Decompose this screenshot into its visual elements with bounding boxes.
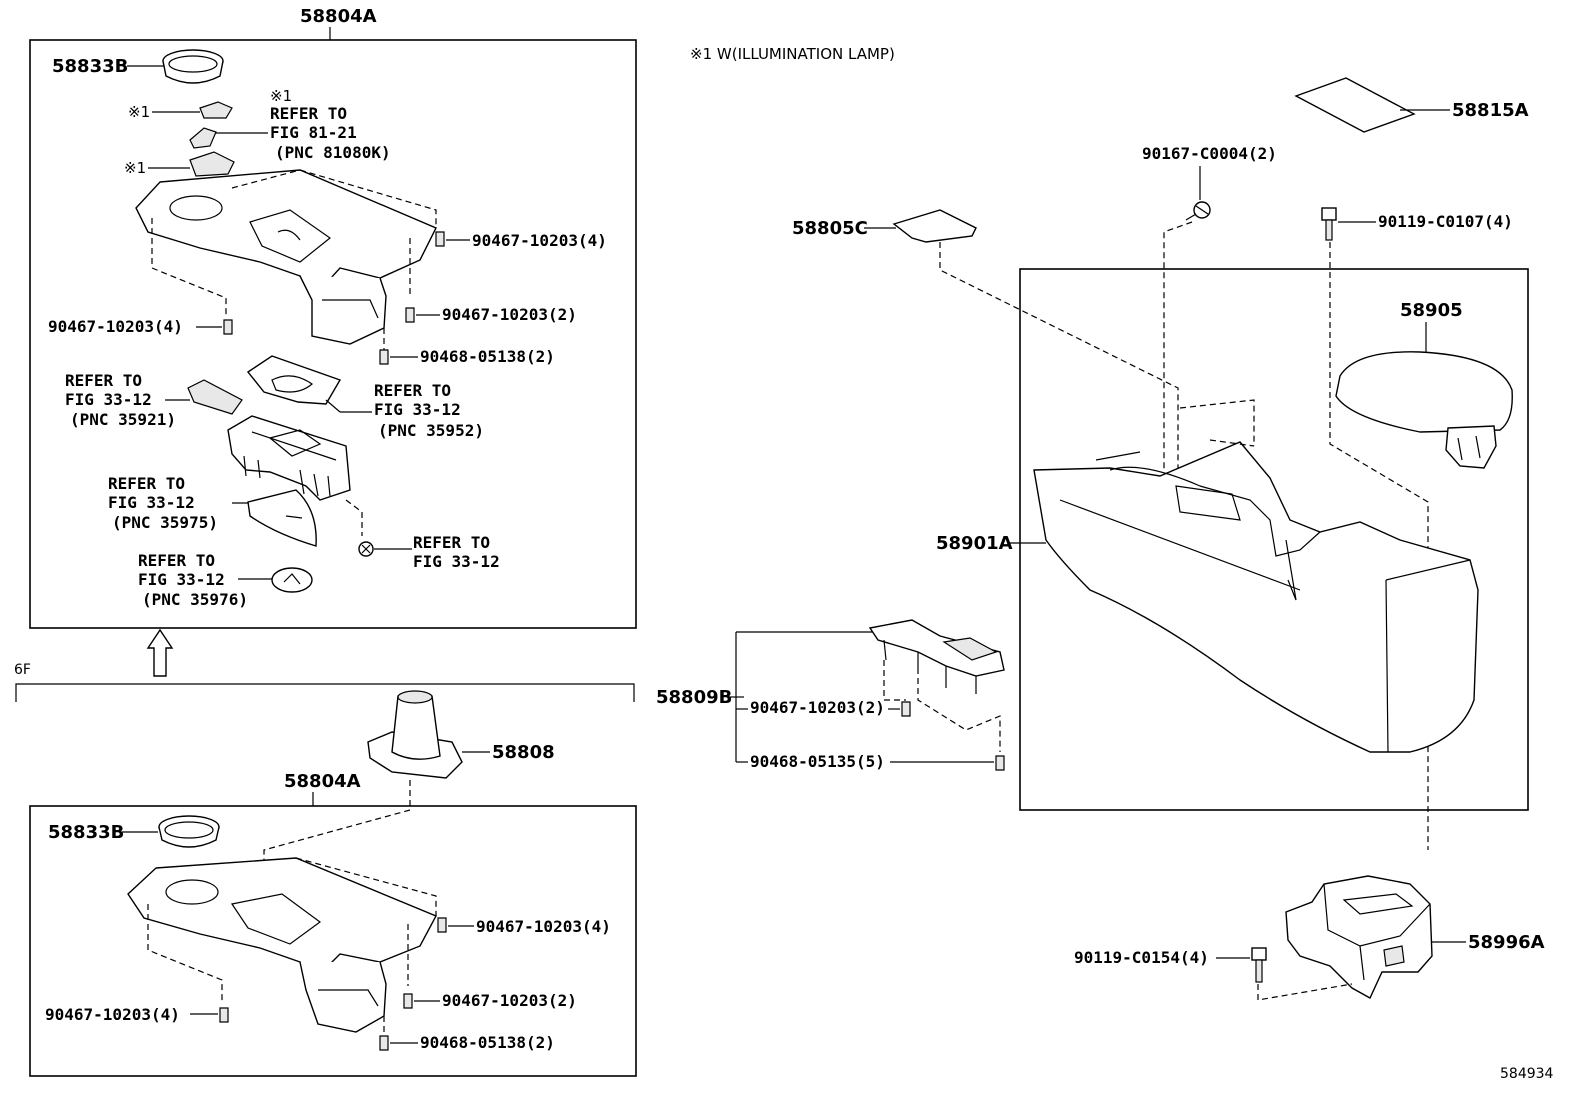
refer-81-line3: (PNC 81080K) (275, 143, 391, 162)
refer-35952-line3: (PNC 35952) (378, 421, 484, 440)
clip-h-label[interactable]: 90468-05138(2) (420, 1033, 555, 1052)
refer-35975-line2: FIG 33-12 (108, 493, 195, 512)
upper-panel-bottom[interactable] (127, 857, 437, 1033)
bolt-bottom-part[interactable] (1251, 947, 1267, 983)
ring-top-part[interactable] (162, 49, 224, 84)
clip-j-part[interactable] (995, 755, 1005, 771)
top-group-box (29, 39, 637, 629)
switch-panel-part[interactable] (868, 619, 1005, 694)
refer-35976-line2: FIG 33-12 (138, 570, 225, 589)
clip-a-part[interactable] (435, 231, 445, 247)
part-35975[interactable] (247, 489, 317, 547)
bottom-group-label[interactable]: 58804A (284, 771, 361, 792)
bottom-group-box (29, 805, 637, 1077)
refer-screw-line1: REFER TO (413, 533, 490, 552)
clip-f-label[interactable]: 90467-10203(4) (45, 1005, 180, 1024)
clip-i-label[interactable]: 90467-10203(2) (750, 698, 885, 717)
refer-35921-line1: REFER TO (65, 371, 142, 390)
up-arrow-icon (146, 628, 174, 677)
switch-part-c[interactable] (189, 151, 235, 177)
figure-number: 584934 (1500, 1066, 1554, 1082)
clip-d-label[interactable]: 90468-05138(2) (420, 347, 555, 366)
clip-i-part[interactable] (901, 701, 911, 717)
refer-35975-line3: (PNC 35975) (112, 513, 218, 532)
ring-bottom-part[interactable] (158, 815, 220, 848)
bolt-top-label[interactable]: 90119-C0107(4) (1378, 212, 1513, 231)
refer-screw-line2: FIG 33-12 (413, 552, 500, 571)
lid-small-part[interactable] (892, 209, 977, 243)
top-group-label[interactable]: 58804A (300, 6, 377, 27)
refer-35952-line2: FIG 33-12 (374, 400, 461, 419)
screw-top-label[interactable]: 90167-C0004(2) (1142, 144, 1277, 163)
lid-small-label[interactable]: 58805C (792, 218, 868, 239)
clip-f-part[interactable] (219, 1007, 229, 1023)
refer-35921-line3: (PNC 35921) (70, 410, 176, 429)
clip-a-label[interactable]: 90467-10203(4) (472, 231, 607, 250)
shifter-housing[interactable] (227, 415, 351, 501)
console-box (1019, 268, 1529, 811)
upper-panel-top[interactable] (135, 169, 437, 345)
clip-b-label[interactable]: 90467-10203(4) (48, 317, 183, 336)
clip-h-part[interactable] (379, 1035, 389, 1051)
bolt-bottom-label[interactable]: 90119-C0154(4) (1074, 948, 1209, 967)
switch-part-b[interactable] (189, 127, 217, 149)
ring-top-label[interactable]: 58833B (52, 56, 128, 77)
part-35952[interactable] (246, 355, 342, 405)
clip-c-label[interactable]: 90467-10203(2) (442, 305, 577, 324)
clip-e-part[interactable] (437, 917, 447, 933)
refer-81-line1: REFER TO (270, 104, 347, 123)
refer-81-line2: FIG 81-21 (270, 123, 357, 142)
refer-35976-line3: (PNC 35976) (142, 590, 248, 609)
screw-top-part[interactable] (1185, 201, 1211, 221)
clip-e-label[interactable]: 90467-10203(4) (476, 917, 611, 936)
armrest-label[interactable]: 58905 (1400, 300, 1463, 321)
refer-35976-line1: REFER TO (138, 551, 215, 570)
mat-part[interactable] (1294, 77, 1416, 133)
clip-c-part[interactable] (405, 307, 415, 323)
bracket-part[interactable] (1285, 875, 1433, 999)
mark1-a: ※1 (128, 103, 150, 121)
switch-part-a[interactable] (199, 101, 233, 119)
console-body-part[interactable] (1033, 441, 1479, 753)
mark1-c: ※1 (124, 159, 146, 177)
console-body-label[interactable]: 58901A (936, 533, 1013, 554)
part-35976[interactable] (271, 567, 313, 593)
armrest-part[interactable] (1335, 351, 1513, 469)
screw-part[interactable] (358, 541, 374, 557)
clip-d-part[interactable] (379, 349, 389, 365)
variant-label: 6F (14, 662, 31, 678)
clip-g-label[interactable]: 90467-10203(2) (442, 991, 577, 1010)
ring-bottom-label[interactable]: 58833B (48, 822, 124, 843)
bracket-label[interactable]: 58996A (1468, 932, 1545, 953)
part-35921[interactable] (187, 379, 243, 415)
clip-j-label[interactable]: 90468-05135(5) (750, 752, 885, 771)
mat-label[interactable]: 58815A (1452, 100, 1529, 121)
refer-35921-line2: FIG 33-12 (65, 390, 152, 409)
refer-35975-line1: REFER TO (108, 474, 185, 493)
mark1-b: ※1 (270, 87, 292, 105)
boot-label[interactable]: 58808 (492, 742, 555, 763)
illumination-note: ※1 W(ILLUMINATION LAMP) (690, 45, 895, 63)
clip-b-part[interactable] (223, 319, 233, 335)
bolt-top-part[interactable] (1321, 207, 1337, 241)
panel-group-label[interactable]: 58809B (656, 687, 732, 708)
shift-boot-part[interactable] (367, 690, 463, 779)
refer-35952-line1: REFER TO (374, 381, 451, 400)
clip-g-part[interactable] (403, 993, 413, 1009)
